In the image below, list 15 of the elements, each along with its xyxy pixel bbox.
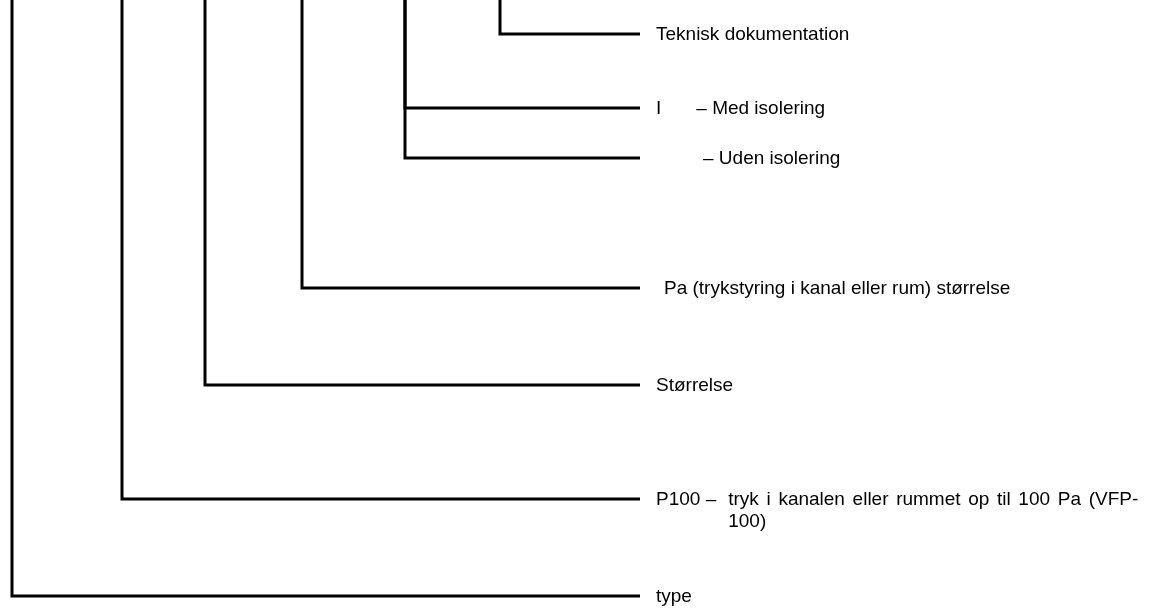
leader-line [403,0,640,160]
option-label: Teknisk dokumentation [656,23,850,45]
option-label: – Med isolering [696,97,826,119]
option-label: type [656,585,692,607]
code-letter: I [656,97,662,119]
option-label: Pa (trykstyring i kanal eller rum) størrelse [664,277,1011,299]
option-label: Størrelse [656,374,734,396]
leader-line [120,0,640,501]
code-letter: P100 – [656,488,717,510]
option-label: tryk i kanalen eller rummet op til 100 Pa (VFP-100) [728,488,1139,532]
leader-line [10,0,640,598]
leader-line [203,0,640,387]
leader-line [300,0,640,290]
leader-line [498,0,640,36]
option-label: – Uden isolering [703,147,841,169]
